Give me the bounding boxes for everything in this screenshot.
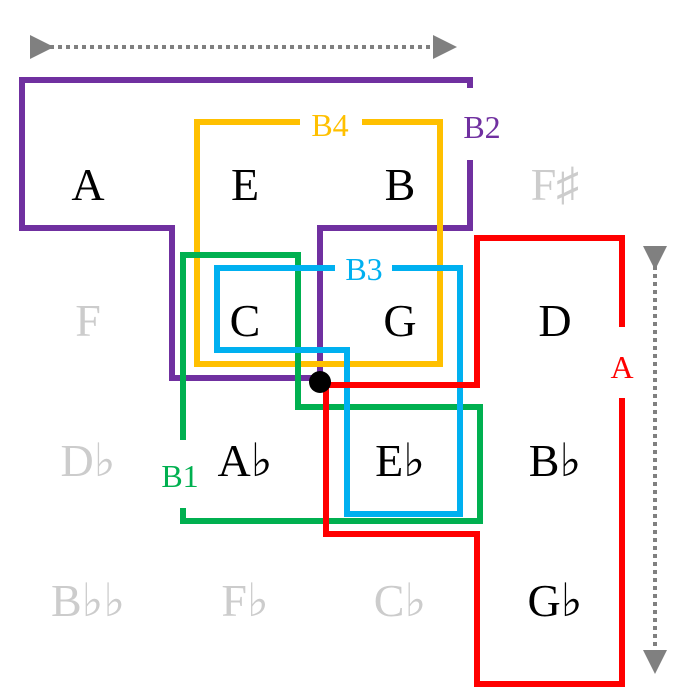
- region-label-b2: B2: [463, 109, 500, 145]
- note-label: F♭: [221, 575, 268, 626]
- note-label: D: [538, 295, 571, 346]
- note-grid: A E B F♯ F C G D D♭ A♭ E♭ B♭ B♭♭ F♭ C♭ G♭: [51, 159, 583, 626]
- note-label: B♭: [529, 435, 581, 486]
- region-b1-outline: [180, 252, 483, 524]
- region-label-b3: B3: [345, 251, 382, 287]
- note-label: B: [385, 159, 416, 210]
- note-label: B♭♭: [51, 575, 125, 626]
- region-label-b1: B1: [161, 458, 198, 494]
- note-label: E: [231, 159, 259, 210]
- note-label: C: [230, 295, 261, 346]
- note-label: C♭: [374, 575, 426, 626]
- region-b4-outline: [194, 119, 443, 367]
- note-label: F♯: [531, 159, 580, 210]
- note-label: D♭: [61, 435, 116, 486]
- region-b2-outline: [19, 77, 473, 381]
- note-label: A: [71, 159, 104, 210]
- region-b3-outline: [214, 265, 463, 517]
- note-label: A♭: [218, 435, 273, 486]
- note-label: G♭: [528, 575, 583, 626]
- note-label: F: [75, 295, 101, 346]
- note-label: E♭: [375, 435, 425, 486]
- region-label-a: A: [610, 349, 633, 385]
- center-point: [309, 371, 331, 393]
- region-a-outline: [323, 235, 625, 687]
- note-label: G: [383, 295, 416, 346]
- region-label-b4: B4: [311, 107, 348, 143]
